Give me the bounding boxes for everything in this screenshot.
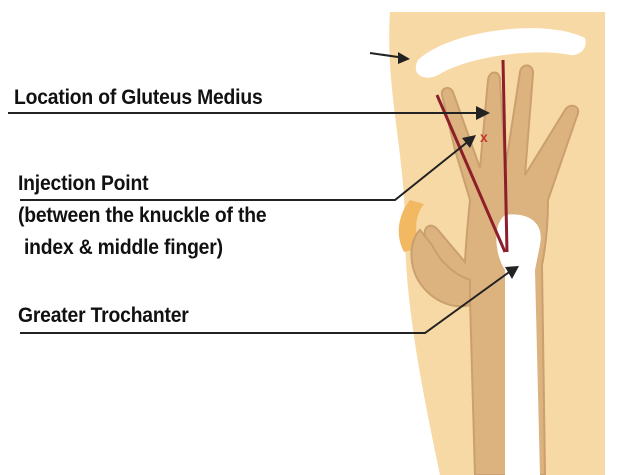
injection-mark: x <box>480 129 488 145</box>
greater-trochanter-label: Greater Trochanter <box>18 304 189 328</box>
injection-note-line1: (between the knuckle of the <box>18 204 266 228</box>
injection-note-line2: index & middle finger) <box>24 236 223 260</box>
gluteus-medius-label: Location of Gluteus Medius <box>14 86 263 110</box>
injection-point-label: Injection Point <box>18 172 148 196</box>
